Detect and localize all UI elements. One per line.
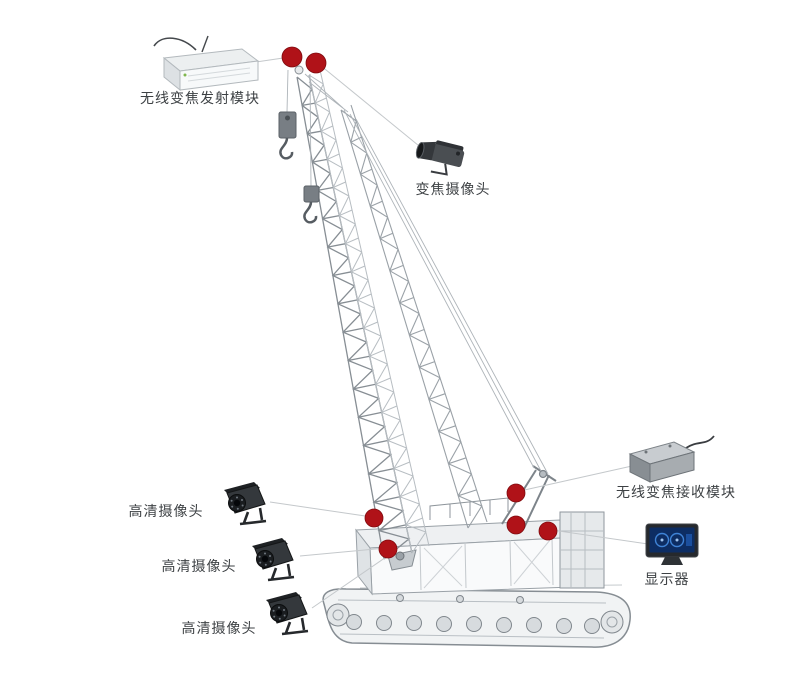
hook-block-upper <box>278 111 297 160</box>
label-monitor: 显示器 <box>644 572 690 588</box>
marker-body-left-lower <box>378 539 398 559</box>
lattice-boom <box>296 69 430 560</box>
location-markers <box>281 46 558 559</box>
lattice-mast <box>340 104 488 529</box>
label-hd-camera-3: 高清摄像头 <box>181 621 257 637</box>
marker-boom-tip-1 <box>281 46 303 68</box>
wireless-receiver-module-icon <box>628 435 715 483</box>
connector-hd-camera-2 <box>299 547 387 557</box>
marker-deck-center <box>506 515 526 535</box>
hd-camera-2-icon <box>250 536 296 582</box>
label-hd-camera-1: 高清摄像头 <box>128 504 204 520</box>
crane-body <box>355 497 605 596</box>
marker-body-left-upper <box>364 508 384 528</box>
connector-monitor <box>551 529 649 545</box>
monitor-icon <box>645 523 699 565</box>
label-hd-camera-2: 高清摄像头 <box>161 559 237 575</box>
connector-receiver <box>519 465 633 492</box>
label-transmitter-module: 无线变焦发射模块 <box>140 91 260 107</box>
connector-hd-camera-1 <box>269 501 373 518</box>
marker-gantry <box>506 483 526 503</box>
marker-deck-right <box>538 521 558 541</box>
crawler-track <box>322 584 631 648</box>
connector-zoom-camera <box>319 64 425 151</box>
hoist-cables <box>286 69 549 475</box>
wireless-transmitter-module-icon <box>153 35 260 92</box>
label-zoom-camera: 变焦摄像头 <box>415 182 491 198</box>
marker-boom-tip-2 <box>305 52 327 74</box>
crawler-crane-illustration <box>278 61 631 648</box>
hook-block-lower <box>303 185 320 224</box>
zoom-camera-icon <box>415 140 465 176</box>
label-receiver-module: 无线变焦接收模块 <box>616 485 736 501</box>
hd-camera-1-icon <box>222 480 268 526</box>
hd-camera-3-icon <box>264 590 310 636</box>
connector-hd-camera-3 <box>311 552 393 609</box>
